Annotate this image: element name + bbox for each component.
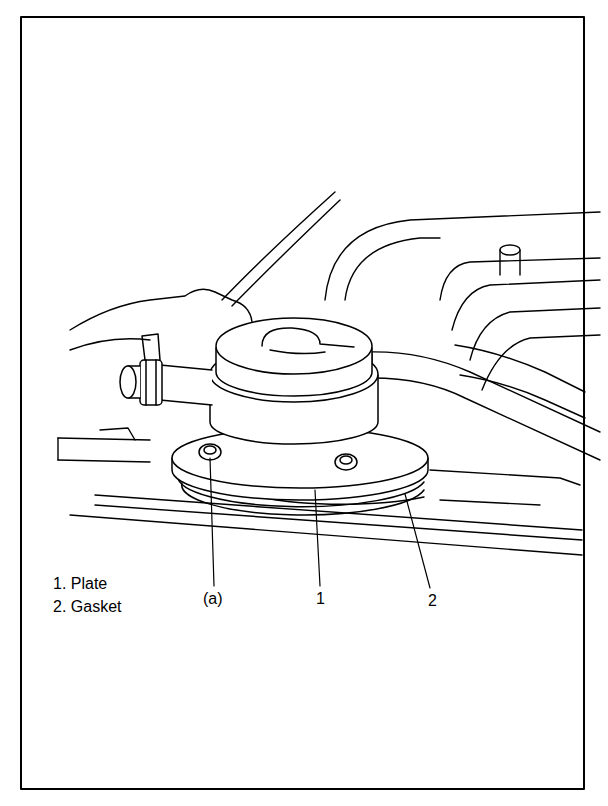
engine-background-part — [58, 438, 150, 440]
engine-background-part — [500, 245, 520, 255]
leader-lines — [210, 458, 430, 588]
engine-background-part — [70, 339, 150, 350]
left-hose-part — [160, 365, 212, 405]
left-hose — [120, 334, 212, 405]
figure-frame — [21, 17, 584, 789]
engine-background-part — [232, 200, 340, 306]
valve-body-part — [335, 454, 357, 470]
engine-background-part — [57, 438, 58, 460]
engine-background-part — [440, 500, 540, 505]
valve-body-part — [216, 318, 372, 374]
leader-lines-part — [315, 490, 320, 586]
callout-label: (a) — [202, 590, 224, 608]
engine-background-part — [325, 212, 600, 300]
valve-body-part — [270, 350, 325, 354]
valve-body — [199, 318, 378, 470]
right-hose-part — [365, 352, 600, 432]
engine-background-part — [222, 192, 335, 300]
left-hose-part — [142, 334, 160, 360]
engine-background-part — [430, 470, 580, 485]
part-legend-text: 2. Gasket — [52, 598, 122, 616]
engine-background-part — [58, 460, 150, 462]
leader-lines-part — [405, 494, 430, 588]
engine-background-part — [100, 428, 135, 440]
engine-background-part — [455, 345, 585, 392]
left-hose-part — [140, 360, 162, 405]
engine-background-part — [452, 280, 600, 330]
callout-number: 2 — [427, 592, 438, 610]
engine-background-part — [70, 289, 252, 330]
leader-lines-part — [210, 458, 214, 586]
engine-background-part — [482, 335, 600, 390]
left-hose-part — [146, 360, 156, 405]
engine-background-part — [70, 515, 582, 555]
engine-background-part — [95, 495, 582, 530]
left-hose-part — [120, 366, 136, 398]
valve-body-part — [204, 446, 216, 454]
engine-background — [58, 192, 600, 555]
part-legend-text: 1. Plate — [52, 575, 108, 593]
valve-body-part — [262, 328, 354, 347]
engine-background-part — [345, 238, 440, 300]
valve-body-part — [340, 456, 352, 464]
callout-number: 1 — [315, 590, 326, 608]
